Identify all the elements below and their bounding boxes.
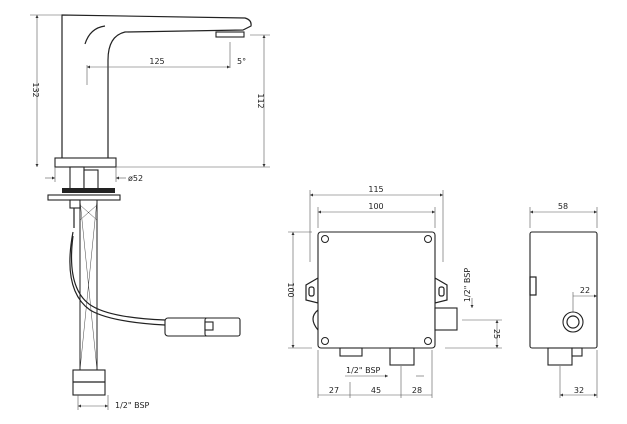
sensor-port [562,311,584,333]
control-box-front: 115 100 100 1/2" BSP 25 1/2" BSP 27 45 2… [286,185,502,398]
dim-125: 125 [149,57,164,66]
dim-132: 132 [31,82,40,97]
dim-bottom-thread: 1/2" BSP [346,366,381,375]
faucet-body [61,14,252,158]
dim-28: 28 [412,386,422,395]
dim-32: 32 [574,386,584,395]
dim-100-width: 100 [368,202,383,211]
dim-27: 27 [329,386,339,395]
dim-25: 25 [492,329,501,339]
dim-100-height: 100 [286,282,295,297]
side-outlet [434,307,458,331]
dim-115: 115 [368,185,383,194]
box-body [317,231,436,349]
sensor-cable [69,231,166,326]
dim-angle: 5° [237,57,246,66]
faucet-drawing: 132 112 125 5° ø52 1/2" BSP [30,14,270,410]
control-box-side: 58 22 32 [529,202,598,398]
bottom-outlet [389,347,415,366]
dim-112: 112 [256,93,265,108]
dim-side-thread: 1/2" BSP [463,268,472,303]
dim-58: 58 [558,202,568,211]
dim-22: 22 [580,286,590,295]
dim-45: 45 [371,386,381,395]
base-plate [54,157,117,168]
dim-hose-thread: 1/2" BSP [115,401,150,410]
aerator [215,31,245,38]
dim-diameter: ø52 [128,174,143,183]
